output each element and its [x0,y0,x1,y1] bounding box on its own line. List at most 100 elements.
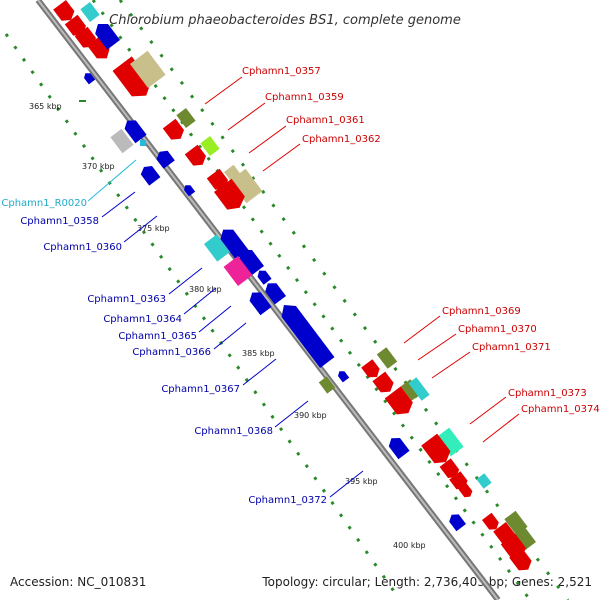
kbp-label-400: 400 kbp [393,541,426,550]
genome-backbone-highlight [37,0,499,600]
leader-line [248,125,287,154]
leader-line [213,322,247,350]
gene-arrow [436,427,464,457]
gene-arrow [74,26,96,48]
gene-arrow [239,249,265,276]
gene-arrow [421,433,451,464]
gene-label-0374[interactable]: Cphamn1_0374 [521,404,600,415]
forward-gene-labels: Cphamn1_0357 Cphamn1_0359 Cphamn1_0361 C… [242,66,600,415]
kbp-label-395: 395 kbp [345,477,378,486]
gene-arrow [223,256,253,286]
kbp-label-375: 375 kbp [137,224,170,233]
gene-arrow [281,305,335,368]
topology-text: Topology: circular; Length: 2,736,403 bp… [261,575,592,589]
gene-arrow [318,376,336,394]
gene-arrow [156,150,175,169]
leader-line [329,470,364,498]
kbp-tick-group: 365 kbp 370 kbp 375 kbp 380 kbp 385 kbp … [29,100,426,550]
gene-arrow [408,377,430,401]
kbp-label-390: 390 kbp [294,411,327,420]
leader-line [101,191,136,218]
leader-line [403,315,441,344]
leader-line [469,396,507,425]
gene-arrow [84,73,96,85]
gene-label-0370[interactable]: Cphamn1_0370 [458,324,537,335]
outer-dotted-track-2 [118,0,570,600]
gene-label-0368[interactable]: Cphamn1_0368 [194,426,273,437]
leader-line [123,215,158,243]
gene-arrow [206,168,228,190]
leader-line [204,76,243,105]
gene-arrow [124,120,147,144]
gene-arrow [140,140,146,146]
gene-arrow [265,283,287,305]
leader-line [183,287,217,315]
gene-label-0366[interactable]: Cphamn1_0366 [132,347,211,358]
gene-arrow [439,458,460,479]
gene-arrow [53,0,75,21]
gene-label-0367[interactable]: Cphamn1_0367 [161,384,240,395]
gene-label-0365[interactable]: Cphamn1_0365 [118,331,197,342]
gene-label-0371[interactable]: Cphamn1_0371 [472,342,551,353]
gene-arrow [213,178,245,210]
gene-arrow [140,165,161,186]
gene-arrow [449,471,468,490]
accession-text: Accession: NC_010831 [10,575,146,589]
gene-arrow [257,270,272,285]
gene-arrow [509,547,532,571]
leader-line [227,102,266,131]
leader-line [168,267,203,295]
leader-line [198,305,232,333]
gene-label-0369[interactable]: Cphamn1_0369 [442,306,521,317]
leader-line [87,159,137,202]
gene-label-0372[interactable]: Cphamn1_0372 [248,495,327,506]
gene-arrow [504,510,528,536]
gene-arrow [376,347,398,369]
gene-arrow [176,108,196,128]
gene-arrow [476,473,492,489]
gene-label-0360[interactable]: Cphamn1_0360 [43,242,122,253]
leader-line [482,413,520,443]
gene-arrow [449,514,467,532]
gene-arrow [110,128,134,154]
gene-arrow [513,527,537,551]
kbp-label-385: 385 kbp [242,349,275,358]
kbp-label-370: 370 kbp [82,162,115,171]
gene-arrow [458,483,473,498]
gene-arrow [184,144,206,166]
gene-arrow [384,386,413,415]
gene-label-0359[interactable]: Cphamn1_0359 [265,92,344,103]
gene-label-0362[interactable]: Cphamn1_0362 [302,134,381,145]
gene-label-0361[interactable]: Cphamn1_0361 [286,115,365,126]
gene-arrow [372,371,394,393]
gene-label-0357[interactable]: Cphamn1_0357 [242,66,321,77]
gene-arrow [400,379,422,401]
leader-lines [87,76,520,498]
gene-arrow [64,14,86,36]
gene-arrow [80,2,100,22]
gene-label-0364[interactable]: Cphamn1_0364 [103,314,182,325]
reverse-strand-genes [84,23,467,532]
gene-arrow [388,437,410,460]
gene-label-0358[interactable]: Cphamn1_0358 [20,216,99,227]
gene-label-r0020[interactable]: Cphamn1_R0020 [1,198,87,209]
gene-arrow [338,371,350,383]
gene-arrow [95,23,121,50]
gene-arrow [203,234,231,262]
map-title: Chlorobium phaeobacteroides BS1, complet… [109,13,461,28]
gene-label-0363[interactable]: Cphamn1_0363 [87,294,166,305]
gene-arrow [229,168,263,204]
gene-arrow [481,512,499,530]
gene-arrow [112,56,152,97]
gene-arrow [129,50,166,88]
leader-line [262,143,301,172]
gene-arrow [200,136,220,156]
gene-arrow [162,118,184,140]
leader-line [417,333,457,361]
leader-line [242,358,277,386]
gene-label-0373[interactable]: Cphamn1_0373 [508,388,587,399]
gene-arrow [361,359,380,378]
leader-line [274,400,309,428]
